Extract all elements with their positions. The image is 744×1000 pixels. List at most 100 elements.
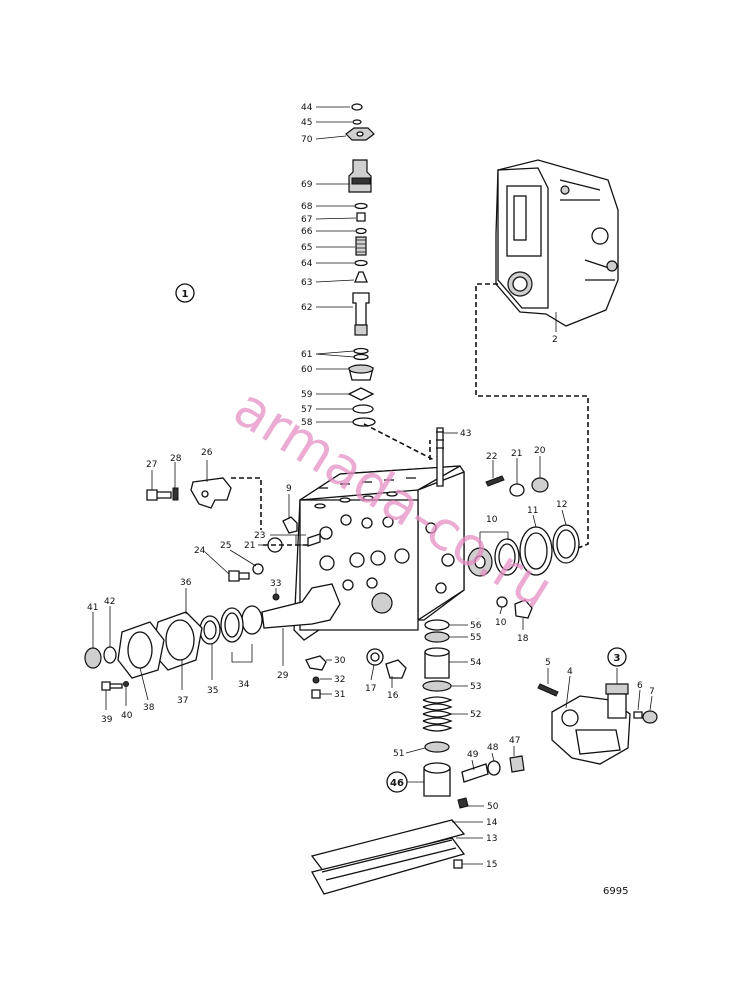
callout-63: 63 <box>301 278 312 288</box>
circled-callout-1: 1 <box>175 283 195 303</box>
callout-13: 13 <box>486 834 497 844</box>
plug-18 <box>514 599 533 619</box>
clip-30 <box>305 655 327 671</box>
callout-43: 43 <box>460 429 471 439</box>
circled-callout-3: 3 <box>607 647 627 667</box>
callout-11: 11 <box>527 506 538 516</box>
callout-16: 16 <box>387 691 399 701</box>
callout-6: 6 <box>637 681 643 691</box>
bushing-21-right <box>509 483 525 497</box>
callout-53: 53 <box>470 682 481 692</box>
drawing-number: 6995 <box>603 886 628 897</box>
callout-65: 65 <box>301 243 312 253</box>
callout-21-left: 21 <box>244 541 255 551</box>
dashed-assembly-lines <box>231 283 589 549</box>
callout-29: 29 <box>277 671 289 681</box>
pump-housing-2 <box>495 159 619 327</box>
gasket-14 <box>310 819 466 873</box>
callout-49: 49 <box>467 750 479 760</box>
nut-41 <box>84 647 102 669</box>
washer-28 <box>172 487 179 501</box>
callout-56: 56 <box>470 621 482 631</box>
nut-7 <box>642 710 658 724</box>
screw-39 <box>101 681 123 691</box>
bearing-34 <box>241 605 263 635</box>
callout-30: 30 <box>334 656 346 666</box>
callout-41: 41 <box>87 603 98 613</box>
callout-69: 69 <box>301 180 313 190</box>
pin-22 <box>485 475 505 487</box>
roller-48 <box>487 760 501 776</box>
screw-31 <box>311 689 321 699</box>
callout-5: 5 <box>545 658 551 668</box>
callout-26: 26 <box>201 448 213 458</box>
callout-14: 14 <box>486 818 498 828</box>
callout-50: 50 <box>487 802 499 812</box>
washer-40 <box>123 681 129 687</box>
callout-25: 25 <box>220 541 231 551</box>
roller-49 <box>461 763 489 783</box>
spring-52 <box>422 696 453 732</box>
callout-44: 44 <box>301 103 313 113</box>
svg-text:1: 1 <box>182 289 189 300</box>
callout-62: 62 <box>301 303 312 313</box>
top-valve-stack <box>345 103 376 427</box>
callout-52: 52 <box>470 710 481 720</box>
callout-22: 22 <box>486 452 497 462</box>
washer-42 <box>103 646 117 664</box>
callout-38: 38 <box>143 703 155 713</box>
callout-33: 33 <box>270 579 281 589</box>
cap-20 <box>531 477 549 493</box>
callout-54: 54 <box>470 658 482 668</box>
washer-25 <box>252 563 264 575</box>
callout-28: 28 <box>170 454 182 464</box>
callout-68: 68 <box>301 202 313 212</box>
bushing-23 <box>307 533 321 547</box>
callout-20: 20 <box>534 446 546 456</box>
callout-18: 18 <box>517 634 529 644</box>
callout-66: 66 <box>301 227 313 237</box>
callout-9: 9 <box>286 484 292 494</box>
screw-15 <box>453 859 463 869</box>
callout-24: 24 <box>194 546 206 556</box>
stud-43 <box>436 427 444 487</box>
callout-60: 60 <box>301 365 313 375</box>
bolt-24 <box>228 570 250 582</box>
callout-67: 67 <box>301 215 312 225</box>
washer-53 <box>422 680 452 692</box>
roller-47 <box>509 755 525 773</box>
callout-35: 35 <box>207 686 218 696</box>
callout-42: 42 <box>104 597 115 607</box>
shim-56 <box>424 619 450 631</box>
callout-27: 27 <box>146 460 157 470</box>
callout-57: 57 <box>301 405 312 415</box>
ring-32 <box>312 676 320 684</box>
callout-10-low: 10 <box>495 618 507 628</box>
callout-10: 10 <box>486 515 498 525</box>
callout-55: 55 <box>470 633 481 643</box>
callout-36: 36 <box>180 578 192 588</box>
callout-48: 48 <box>487 743 499 753</box>
callout-32: 32 <box>334 675 345 685</box>
callout-34: 34 <box>238 680 250 690</box>
leader-lines <box>92 106 653 865</box>
callout-61: 61 <box>301 350 312 360</box>
callout-31: 31 <box>334 690 345 700</box>
plug-16 <box>385 659 407 679</box>
callout-70: 70 <box>301 135 313 145</box>
callout-47: 47 <box>509 736 520 746</box>
washer-6 <box>633 711 643 719</box>
screw-27 <box>146 489 172 501</box>
callout-39: 39 <box>101 715 113 725</box>
bracket-26 <box>190 477 232 509</box>
callout-7: 7 <box>649 687 655 697</box>
stud-5 <box>537 683 559 697</box>
callout-15: 15 <box>486 860 497 870</box>
camshaft-29 <box>261 583 341 629</box>
callout-40: 40 <box>121 711 133 721</box>
callout-45: 45 <box>301 118 312 128</box>
callout-59: 59 <box>301 390 313 400</box>
pin-33 <box>272 593 280 601</box>
seat-51 <box>424 741 450 753</box>
